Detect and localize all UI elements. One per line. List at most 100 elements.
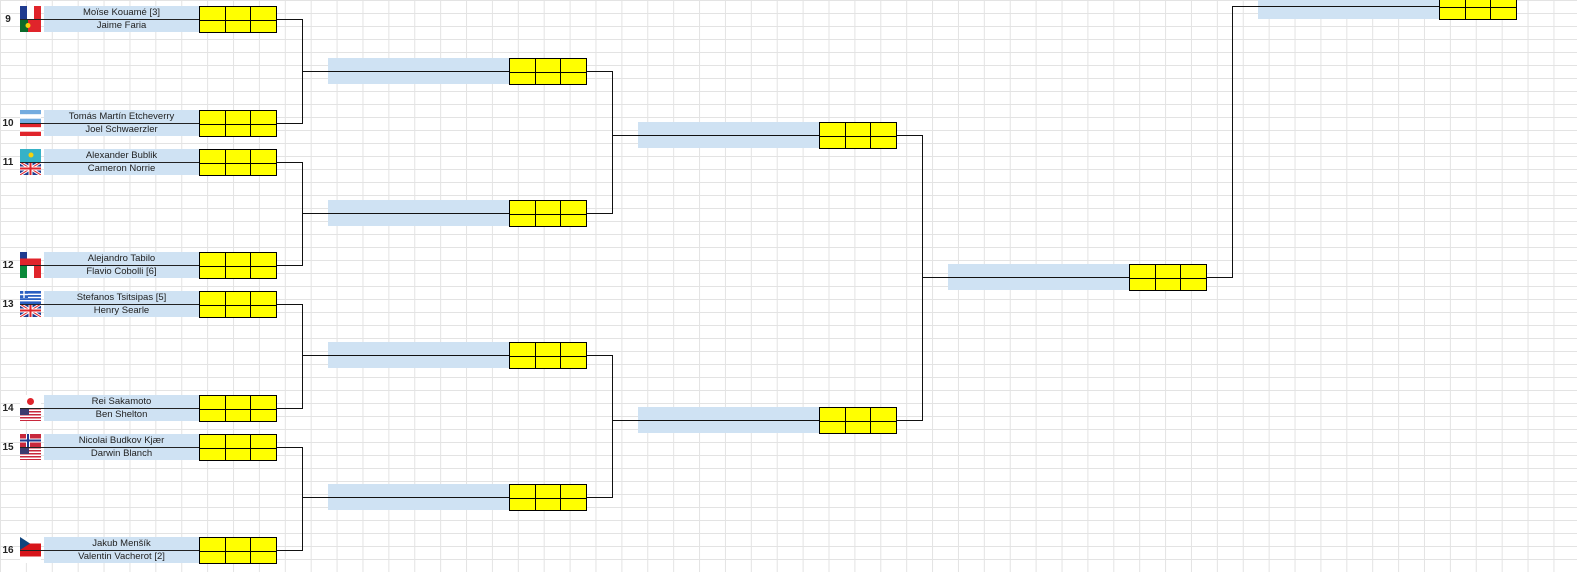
score-box[interactable]: [509, 484, 587, 511]
connector-line: [897, 135, 922, 136]
connector-line: [897, 420, 922, 421]
divider: [638, 420, 819, 421]
italy-flag-icon: [20, 265, 41, 278]
player-name[interactable]: Stefanos Tsitsipas [5]: [44, 291, 199, 304]
uk-flag-icon: [20, 162, 41, 175]
connector-line: [277, 550, 302, 551]
player-name[interactable]: Alexander Bublik: [44, 149, 199, 162]
portugal-flag-icon: [20, 19, 41, 32]
divider: [20, 19, 200, 20]
connector-line: [302, 213, 328, 214]
player-name[interactable]: Ben Shelton: [44, 408, 199, 421]
seed-number: 15: [2, 442, 14, 453]
connector-line: [277, 123, 302, 124]
divider: [328, 355, 509, 356]
divider: [1258, 6, 1439, 7]
connector-line: [302, 304, 303, 409]
seed-number: 12: [2, 260, 14, 271]
connector-line: [612, 71, 613, 214]
usa-flag-icon: [20, 408, 41, 421]
connector-line: [1207, 277, 1232, 278]
player-name[interactable]: Henry Searle: [44, 304, 199, 317]
score-box[interactable]: [199, 110, 277, 137]
connector-line: [302, 497, 328, 498]
score-box[interactable]: [199, 6, 277, 33]
connector-line: [302, 71, 328, 72]
player-name[interactable]: Flavio Cobolli [6]: [44, 265, 199, 278]
connector-line: [612, 355, 613, 498]
seed-number: 10: [2, 118, 14, 129]
connector-line: [922, 277, 948, 278]
match-slot[interactable]: [1258, 0, 1439, 19]
divider: [20, 162, 200, 163]
score-box[interactable]: [819, 407, 897, 434]
score-box[interactable]: [199, 395, 277, 422]
divider: [638, 135, 819, 136]
czech-flag-icon: [20, 537, 41, 550]
connector-line: [922, 135, 923, 421]
connector-line: [612, 135, 638, 136]
score-box[interactable]: [199, 252, 277, 279]
player-name[interactable]: Valentin Vacherot [2]: [44, 550, 199, 563]
score-box[interactable]: [1129, 264, 1207, 291]
player-name[interactable]: Tomás Martín Etcheverry: [44, 110, 199, 123]
divider: [328, 71, 509, 72]
seed-number: 14: [2, 403, 14, 414]
divider: [20, 408, 200, 409]
player-name[interactable]: Jakub Menšík: [44, 537, 199, 550]
seed-number: 9: [5, 14, 11, 25]
france-flag-icon: [20, 6, 41, 19]
divider: [20, 123, 200, 124]
connector-line: [277, 304, 302, 305]
seed-number: 11: [2, 157, 14, 168]
score-box[interactable]: [819, 122, 897, 149]
player-name[interactable]: Moïse Kouamé [3]: [44, 6, 199, 19]
connector-line: [302, 355, 328, 356]
connector-line: [302, 162, 303, 266]
connector-line: [277, 408, 302, 409]
connector-line: [587, 71, 612, 72]
divider: [328, 213, 509, 214]
divider: [328, 497, 509, 498]
player-name[interactable]: Cameron Norrie: [44, 162, 199, 175]
player-name[interactable]: Alejandro Tabilo: [44, 252, 199, 265]
seed-number: 16: [2, 545, 14, 556]
connector-line: [1232, 6, 1258, 7]
divider: [20, 447, 200, 448]
player-name[interactable]: Rei Sakamoto: [44, 395, 199, 408]
score-box[interactable]: [199, 149, 277, 176]
player-name[interactable]: Joel Schwaerzler: [44, 123, 199, 136]
score-box[interactable]: [1439, 0, 1517, 20]
seed-number: 13: [2, 299, 14, 310]
score-box[interactable]: [509, 200, 587, 227]
score-box[interactable]: [509, 58, 587, 85]
monaco-flag-icon: [20, 550, 41, 563]
connector-line: [277, 447, 302, 448]
greece-flag-icon: [20, 291, 41, 304]
player-name[interactable]: Jaime Faria: [44, 19, 199, 32]
connector-line: [587, 497, 612, 498]
connector-line: [1232, 6, 1233, 278]
norway-flag-icon: [20, 434, 41, 447]
kazakhstan-flag-icon: [20, 149, 41, 162]
japan-flag-icon: [20, 395, 41, 408]
argentina-flag-icon: [20, 110, 41, 123]
connector-line: [612, 420, 638, 421]
score-box[interactable]: [199, 537, 277, 564]
player-name[interactable]: Darwin Blanch: [44, 447, 199, 460]
uk-flag-icon: [20, 304, 41, 317]
connector-line: [277, 19, 302, 20]
austria-flag-icon: [20, 123, 41, 136]
connector-line: [277, 265, 302, 266]
divider: [20, 265, 200, 266]
score-box[interactable]: [199, 291, 277, 318]
divider: [948, 277, 1129, 278]
player-name[interactable]: Nicolai Budkov Kjær: [44, 434, 199, 447]
divider: [20, 304, 200, 305]
score-box[interactable]: [199, 434, 277, 461]
score-box[interactable]: [509, 342, 587, 369]
connector-line: [587, 213, 612, 214]
divider: [20, 550, 200, 551]
usa-flag-icon: [20, 447, 41, 460]
chile-flag-icon: [20, 252, 41, 265]
